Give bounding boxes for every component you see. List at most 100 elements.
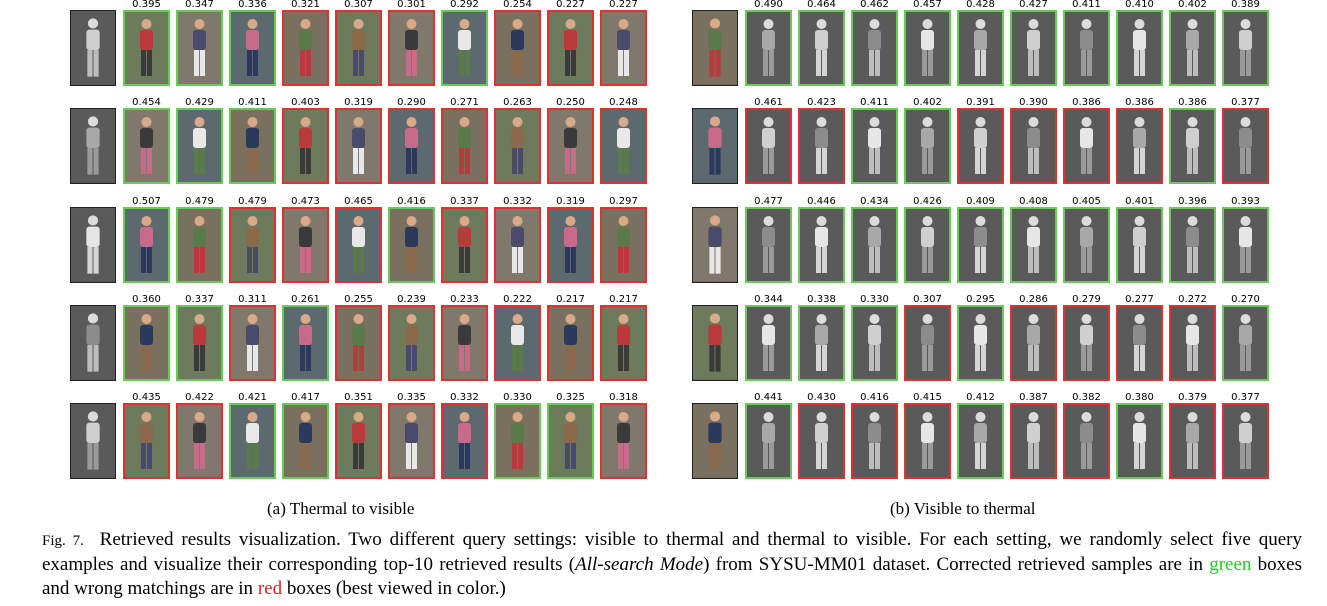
similarity-score: 0.311 bbox=[238, 294, 267, 305]
similarity-score: 0.411 bbox=[238, 97, 267, 108]
retrieved-image-wrong bbox=[600, 207, 647, 283]
retrieved-image-correct bbox=[229, 10, 276, 86]
similarity-score: 0.380 bbox=[1125, 392, 1154, 403]
retrieved-image-correct bbox=[904, 108, 951, 184]
retrieved-image-wrong bbox=[176, 403, 223, 479]
similarity-score: 0.430 bbox=[807, 392, 836, 403]
similarity-score: 0.435 bbox=[132, 392, 161, 403]
similarity-score: 0.307 bbox=[913, 294, 942, 305]
similarity-score: 0.454 bbox=[132, 97, 161, 108]
retrieved-image-correct bbox=[123, 10, 170, 86]
retrieved-image-correct bbox=[1116, 403, 1163, 479]
similarity-score: 0.390 bbox=[1019, 97, 1048, 108]
retrieved-image-correct bbox=[798, 305, 845, 381]
retrieved-image-correct bbox=[123, 305, 170, 381]
retrieved-image-wrong bbox=[1010, 108, 1057, 184]
retrieved-image-correct bbox=[1116, 207, 1163, 283]
similarity-score: 0.330 bbox=[503, 392, 532, 403]
similarity-score: 0.465 bbox=[344, 196, 373, 207]
retrieved-image-wrong bbox=[1063, 403, 1110, 479]
similarity-score: 0.344 bbox=[754, 294, 783, 305]
similarity-score: 0.337 bbox=[185, 294, 214, 305]
similarity-score: 0.301 bbox=[397, 0, 426, 10]
similarity-score: 0.423 bbox=[807, 97, 836, 108]
retrieved-image-wrong bbox=[388, 10, 435, 86]
retrieved-image-correct bbox=[904, 10, 951, 86]
retrieved-image-wrong bbox=[1010, 305, 1057, 381]
similarity-score: 0.415 bbox=[913, 392, 942, 403]
similarity-score: 0.402 bbox=[913, 97, 942, 108]
retrieved-image-correct bbox=[176, 10, 223, 86]
similarity-score: 0.426 bbox=[913, 196, 942, 207]
retrieved-image-correct bbox=[1010, 10, 1057, 86]
retrieved-image-correct bbox=[745, 403, 792, 479]
similarity-score: 0.408 bbox=[1019, 196, 1048, 207]
retrieved-image-wrong bbox=[904, 403, 951, 479]
retrieved-image-correct bbox=[282, 403, 329, 479]
query-image bbox=[692, 207, 738, 283]
similarity-score: 0.457 bbox=[913, 0, 942, 10]
similarity-score: 0.428 bbox=[966, 0, 995, 10]
retrieved-image-wrong bbox=[1063, 305, 1110, 381]
similarity-score: 0.297 bbox=[609, 196, 638, 207]
similarity-score: 0.401 bbox=[1125, 196, 1154, 207]
retrieved-image-wrong bbox=[335, 403, 382, 479]
retrieved-image-correct bbox=[441, 10, 488, 86]
similarity-score: 0.318 bbox=[609, 392, 638, 403]
similarity-score: 0.227 bbox=[609, 0, 638, 10]
similarity-score: 0.222 bbox=[503, 294, 532, 305]
retrieved-image-correct bbox=[1063, 10, 1110, 86]
retrieved-image-wrong bbox=[388, 108, 435, 184]
retrieved-image-wrong bbox=[494, 10, 541, 86]
retrieved-image-correct bbox=[1222, 207, 1269, 283]
retrieved-image-wrong bbox=[600, 108, 647, 184]
similarity-score: 0.462 bbox=[860, 0, 889, 10]
retrieved-image-wrong bbox=[547, 305, 594, 381]
retrieved-image-correct bbox=[957, 207, 1004, 283]
caption-text-4: boxes (best viewed in color.) bbox=[282, 578, 506, 599]
similarity-score: 0.446 bbox=[807, 196, 836, 207]
similarity-score: 0.337 bbox=[450, 196, 479, 207]
retrieved-image-wrong bbox=[600, 403, 647, 479]
retrieved-image-correct bbox=[904, 207, 951, 283]
similarity-score: 0.286 bbox=[1019, 294, 1048, 305]
similarity-score: 0.389 bbox=[1231, 0, 1260, 10]
similarity-score: 0.386 bbox=[1125, 97, 1154, 108]
retrieved-image-wrong bbox=[1063, 108, 1110, 184]
retrieved-image-correct bbox=[1010, 207, 1057, 283]
figure-label: Fig. 7. bbox=[42, 533, 84, 549]
retrieved-image-wrong bbox=[282, 10, 329, 86]
similarity-score: 0.336 bbox=[238, 0, 267, 10]
similarity-score: 0.416 bbox=[860, 392, 889, 403]
figure-caption: Fig. 7. Retrieved results visualization.… bbox=[42, 528, 1302, 601]
retrieved-image-correct bbox=[798, 10, 845, 86]
similarity-score: 0.233 bbox=[450, 294, 479, 305]
similarity-score: 0.277 bbox=[1125, 294, 1154, 305]
retrieved-image-wrong bbox=[229, 207, 276, 283]
retrieved-image-correct bbox=[229, 403, 276, 479]
similarity-score: 0.507 bbox=[132, 196, 161, 207]
retrieved-image-correct bbox=[745, 305, 792, 381]
similarity-score: 0.272 bbox=[1178, 294, 1207, 305]
similarity-score: 0.461 bbox=[754, 97, 783, 108]
retrieved-image-wrong bbox=[745, 108, 792, 184]
caption-text-1: Retrieved results visualization. Two dif… bbox=[42, 529, 1302, 575]
retrieved-image-correct bbox=[1169, 207, 1216, 283]
retrieved-image-wrong bbox=[335, 305, 382, 381]
retrieved-image-correct bbox=[798, 207, 845, 283]
retrieved-image-wrong bbox=[388, 305, 435, 381]
retrieved-image-wrong bbox=[1116, 108, 1163, 184]
similarity-score: 0.330 bbox=[860, 294, 889, 305]
retrieved-image-wrong bbox=[600, 305, 647, 381]
similarity-score: 0.360 bbox=[132, 294, 161, 305]
caption-green-word: green bbox=[1209, 554, 1252, 575]
similarity-score: 0.270 bbox=[1231, 294, 1260, 305]
retrieved-image-correct bbox=[229, 108, 276, 184]
retrieved-image-wrong bbox=[1116, 305, 1163, 381]
retrieved-image-wrong bbox=[441, 305, 488, 381]
similarity-score: 0.295 bbox=[966, 294, 995, 305]
retrieved-image-correct bbox=[851, 108, 898, 184]
retrieved-image-correct bbox=[123, 108, 170, 184]
similarity-score: 0.307 bbox=[344, 0, 373, 10]
similarity-score: 0.347 bbox=[185, 0, 214, 10]
